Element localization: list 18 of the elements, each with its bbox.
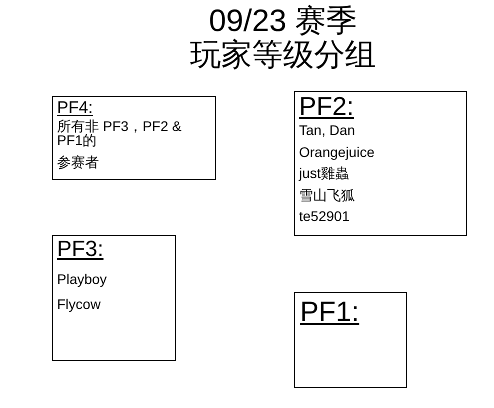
- player-name: Playboy: [57, 270, 107, 289]
- group-heading: PF2:: [299, 92, 354, 120]
- group-box: [294, 91, 467, 236]
- group-box: [52, 235, 176, 361]
- group-heading: PF4:: [57, 97, 93, 119]
- diagram-title: 09/23 赛季玩家等级分组: [190, 4, 376, 72]
- player-name: 雪山飞狐: [299, 186, 355, 204]
- player-name: Orangejuice: [299, 142, 374, 162]
- player-name: Flycow: [57, 294, 101, 314]
- group-box: [52, 96, 216, 180]
- group-description: 参赛者: [57, 155, 99, 169]
- player-name: Tan, Dan: [299, 121, 356, 140]
- group-heading: PF3:: [57, 236, 104, 262]
- group-description: 所有非 PF3，PF2 & PF1的: [57, 119, 182, 147]
- player-name: te52901: [299, 207, 350, 226]
- player-name: just雞蟲: [299, 164, 349, 183]
- group-box: [294, 292, 407, 388]
- group-heading: PF1:: [300, 296, 360, 328]
